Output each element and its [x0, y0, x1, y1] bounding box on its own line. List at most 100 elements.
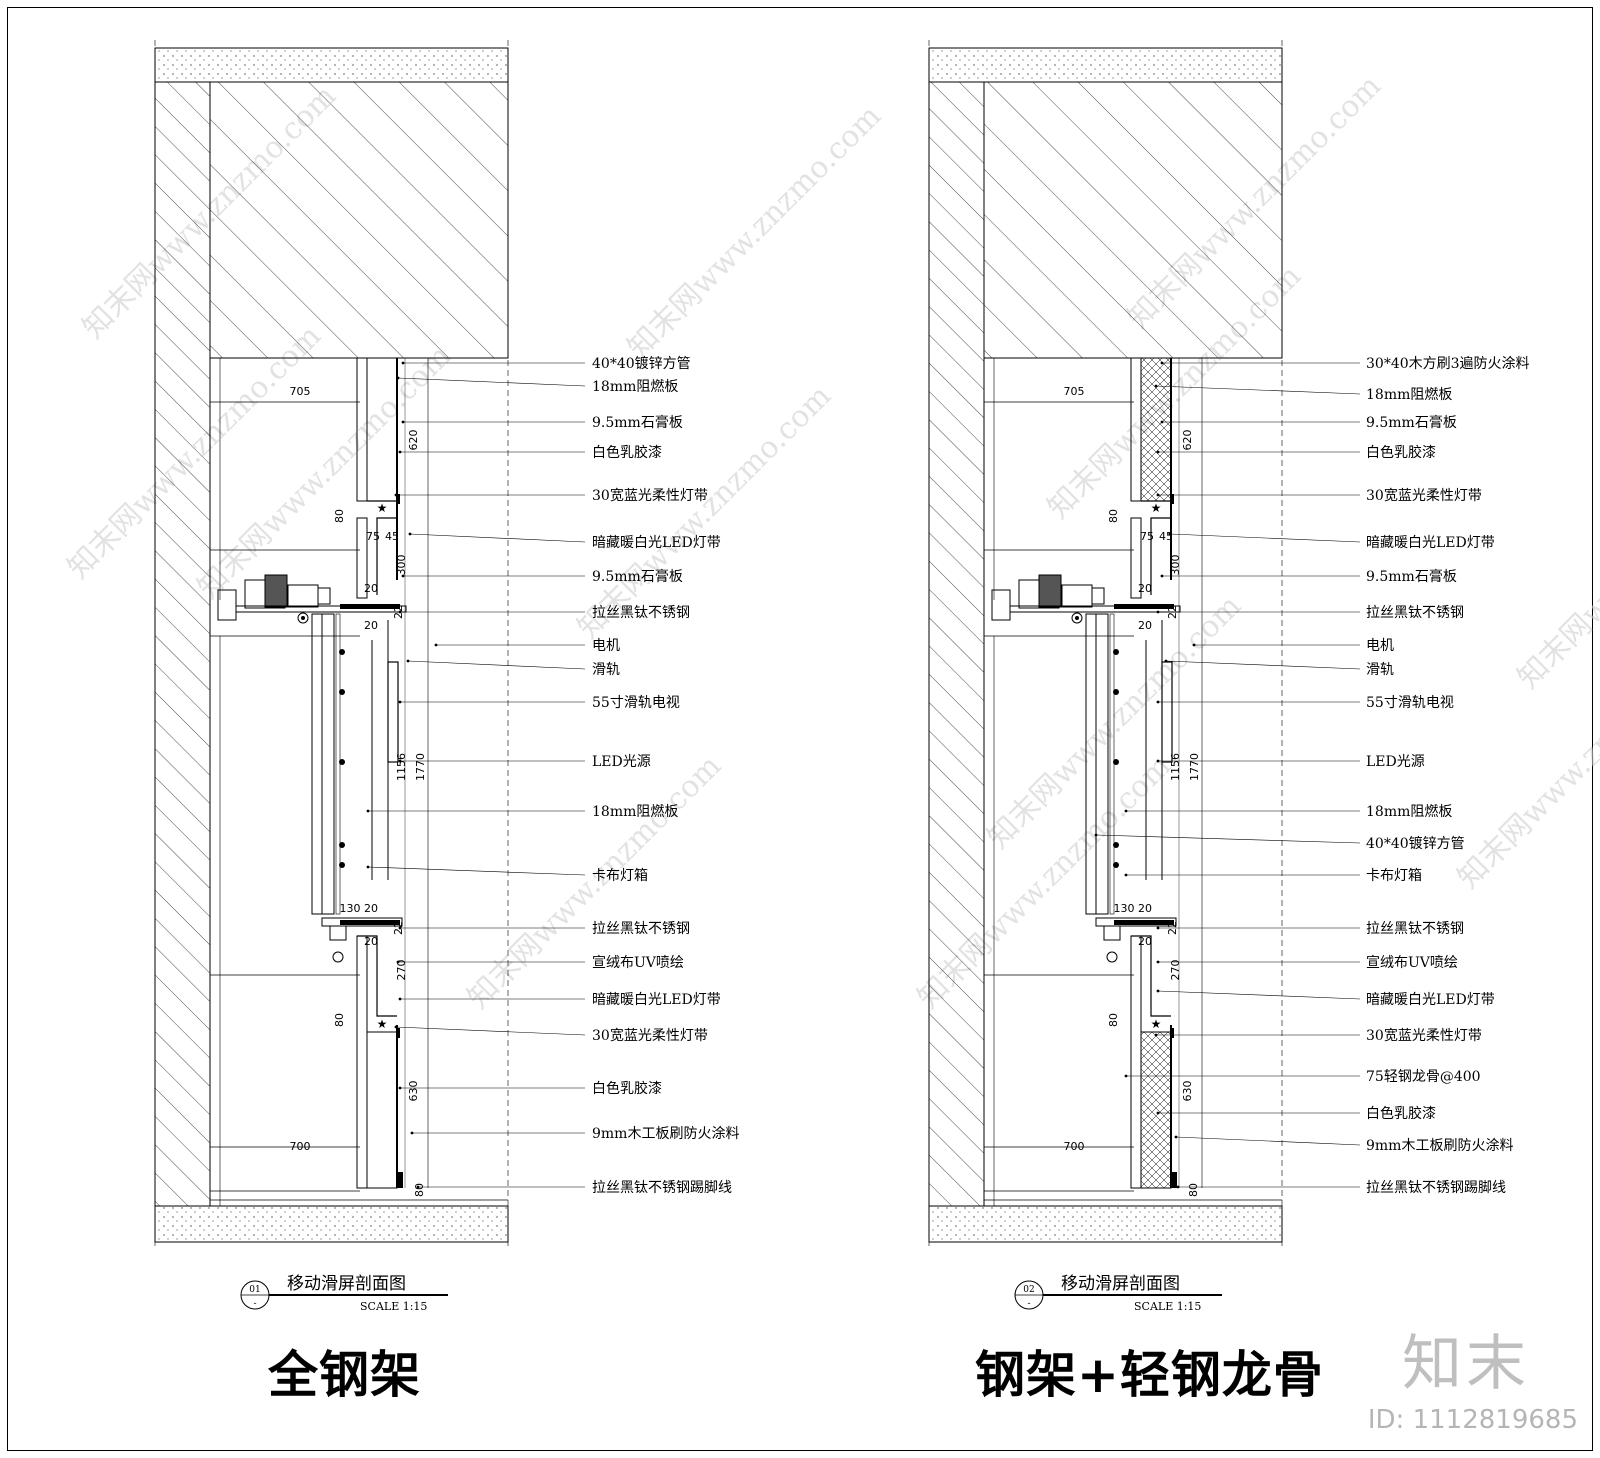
material-label: 拉丝黑钛不锈钢	[1366, 605, 1464, 621]
material-label: 拉丝黑钛不锈钢	[592, 605, 690, 621]
led-light-source	[1113, 649, 1119, 655]
drawing-title: 移动滑屏剖面图	[287, 1274, 406, 1294]
material-label: 30宽蓝光柔性灯带	[592, 487, 708, 504]
ceiling-beam	[209, 81, 509, 359]
dimension-label: 1156	[1169, 753, 1182, 781]
skirting-line	[397, 1172, 403, 1188]
led-light-source	[339, 862, 345, 868]
material-label: 拉丝黑钛不锈钢踢脚线	[1366, 1180, 1506, 1196]
dimension-label: 80	[333, 509, 346, 523]
dimension-label: 705	[1064, 385, 1085, 398]
dimension-label: 20	[364, 902, 378, 915]
led-light-source	[1113, 842, 1119, 848]
dimension-label: 45	[385, 530, 399, 543]
material-label: 55寸滑轨电视	[1366, 694, 1454, 711]
rail	[1009, 605, 1181, 613]
dimension-label: 700	[290, 1140, 311, 1153]
tv-frame	[1095, 613, 1109, 915]
material-label: 电机	[1366, 638, 1394, 654]
bracket	[991, 589, 1011, 621]
dimension-label: 1156	[395, 753, 408, 781]
drawing-number: 01	[249, 1285, 260, 1295]
dimension-label: 20	[1138, 582, 1152, 595]
dimension-label: 22	[392, 921, 405, 935]
drawing-frame	[7, 7, 1593, 1451]
svg-text:★: ★	[377, 1017, 388, 1031]
drawing-scale: SCALE 1:15	[1134, 1300, 1201, 1313]
material-label: 18mm阻燃板	[592, 378, 678, 395]
material-label: 30*40木方刷3遍防火涂料	[1366, 356, 1530, 372]
led-light-source	[339, 649, 345, 655]
bracket	[217, 589, 237, 621]
dimension-label: 80	[1107, 509, 1120, 523]
dimension-label: 1770	[1188, 753, 1201, 781]
material-label: 白色乳胶漆	[1366, 1105, 1436, 1122]
material-label: 40*40镀锌方管	[1366, 835, 1465, 852]
dimension-label: 620	[407, 430, 420, 451]
material-label: 9mm木工板刷防火涂料	[592, 1126, 739, 1142]
dimension-label: 20	[1138, 902, 1152, 915]
led-light-source	[1113, 759, 1119, 765]
material-label: 18mm阻燃板	[1366, 803, 1452, 820]
material-label: 暗藏暖白光LED灯带	[1366, 992, 1495, 1008]
material-label: 电机	[592, 638, 620, 654]
drawing-title: 移动滑屏剖面图	[1061, 1274, 1180, 1294]
caption-steel-light-keel: 钢架+轻钢龙骨	[975, 1346, 1324, 1404]
material-label: 75轻钢龙骨@400	[1366, 1069, 1481, 1085]
material-label: 宣绒布UV喷绘	[592, 955, 684, 971]
material-label: 9.5mm石膏板	[592, 568, 683, 585]
bottom-slab	[154, 1205, 509, 1243]
dimension-label: 80	[333, 1013, 346, 1027]
material-label: 18mm阻燃板	[592, 803, 678, 820]
material-label: 9.5mm石膏板	[1366, 414, 1457, 431]
material-label: 暗藏暖白光LED灯带	[592, 535, 721, 551]
drawing-scale: SCALE 1:15	[360, 1300, 427, 1313]
dimension-label: 20	[364, 619, 378, 632]
watermark-text: 知末网www.znzmo.com	[1511, 429, 1600, 696]
top-slab	[154, 47, 509, 83]
dimension-label: 22	[392, 605, 405, 619]
material-label: LED光源	[1366, 754, 1425, 770]
material-label: 滑轨	[1366, 661, 1394, 678]
left-wall	[154, 81, 211, 1207]
dimension-label: 300	[395, 555, 408, 576]
dimension-label: 270	[395, 960, 408, 981]
caption-full-steel: 全钢架	[268, 1346, 421, 1404]
dimension-label: 75	[1140, 530, 1154, 543]
material-label: 滑轨	[592, 661, 620, 678]
drawing-number: 02	[1023, 1285, 1034, 1295]
material-label: 40*40镀锌方管	[592, 355, 691, 372]
dimension-label: 630	[1181, 1081, 1194, 1102]
led-light-source	[339, 689, 345, 695]
material-label: 卡布灯箱	[592, 868, 648, 884]
led-light-source	[339, 842, 345, 848]
dimension-label: 20	[364, 582, 378, 595]
brand-logo: 知末	[1402, 1329, 1530, 1399]
title-block: 01 - 移动滑屏剖面图 SCALE 1:15	[240, 1274, 448, 1313]
material-label: LED光源	[592, 754, 651, 770]
lower-keel	[366, 1031, 398, 1189]
svg-text:★: ★	[1151, 1017, 1162, 1031]
dimension-label: 20	[364, 935, 378, 948]
led-light-source	[1113, 689, 1119, 695]
lower-keel	[1140, 1031, 1172, 1189]
top-slab	[928, 47, 1283, 83]
dimension-label: 705	[290, 385, 311, 398]
material-label: 30宽蓝光柔性灯带	[1366, 1027, 1482, 1044]
svg-text:★: ★	[377, 501, 388, 515]
drawing-sub: -	[253, 1299, 256, 1309]
dimension-label: 20	[1138, 935, 1152, 948]
watermark-text: 知末网www.znzmo.com	[621, 99, 888, 366]
material-label: 30宽蓝光柔性灯带	[1366, 487, 1482, 504]
lower-panel-board	[356, 935, 368, 1189]
tv-55-inch	[387, 661, 399, 763]
material-label: 白色乳胶漆	[1366, 444, 1436, 461]
bottom-slab	[928, 1205, 1283, 1243]
material-label: 暗藏暖白光LED灯带	[1366, 535, 1495, 551]
drawing-sub: -	[1027, 1299, 1030, 1309]
material-label: 白色乳胶漆	[592, 444, 662, 461]
